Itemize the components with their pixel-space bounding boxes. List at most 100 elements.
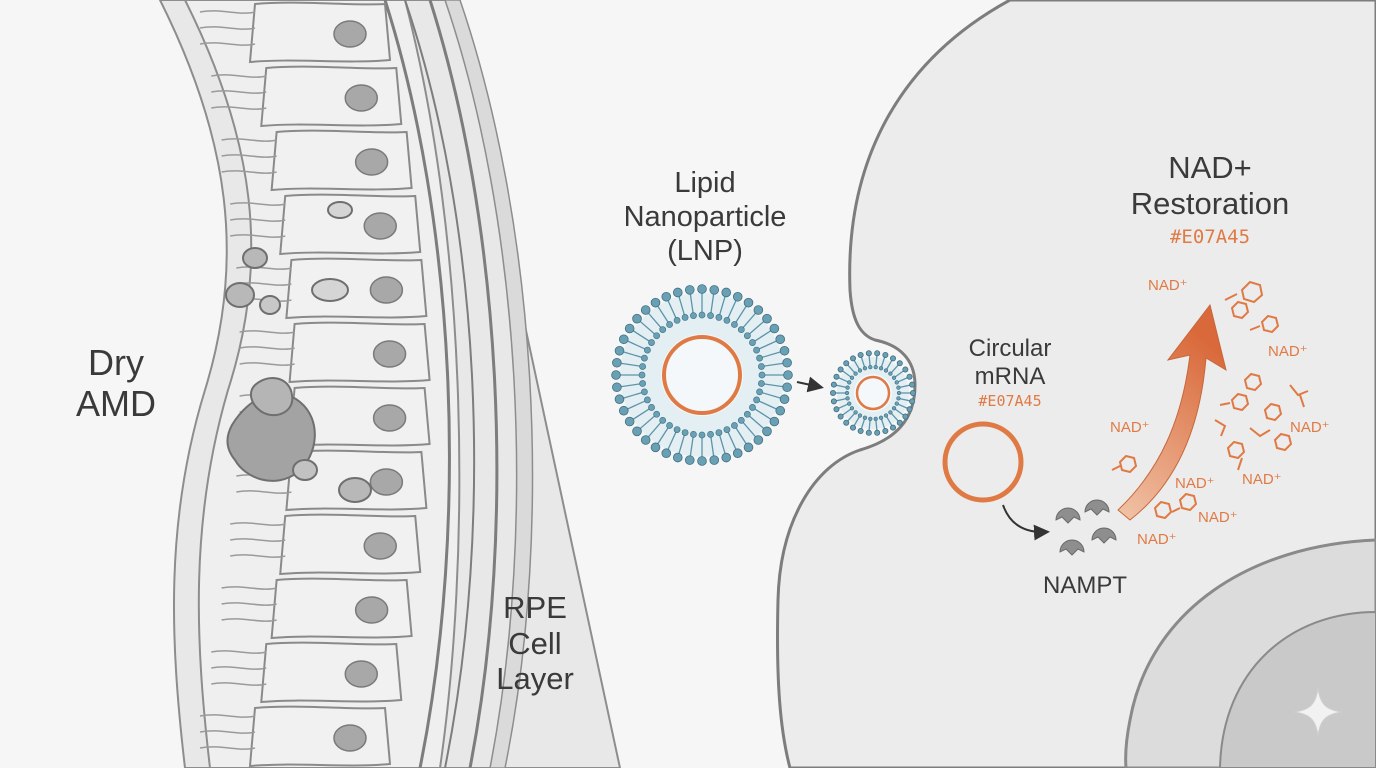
lipid-head	[650, 442, 661, 453]
microvilli-line	[221, 602, 277, 606]
mrna-ring	[855, 375, 891, 411]
microvilli-line	[230, 522, 286, 526]
drusen-deposits	[225, 201, 372, 503]
nad-molecule-glyph	[1249, 427, 1271, 438]
lnp-label: Lipid Nanoparticle (LNP)	[590, 166, 820, 269]
nad-restoration-label: NAD+ Restoration #E07A45	[1105, 150, 1315, 249]
lipid-head	[611, 370, 621, 380]
lipid-head-inner	[888, 371, 893, 376]
lipid-head-inner	[878, 415, 884, 420]
lipid-head-inner	[888, 410, 893, 415]
lipid-head-inner	[845, 385, 850, 390]
nad-restoration-label-line1: NAD+	[1168, 150, 1252, 185]
lipid-head-inner	[648, 339, 655, 346]
rpe-layer-label-line1: RPE	[503, 590, 567, 625]
circular-mrna-color-code: #E07A45	[978, 392, 1042, 411]
nad-molecule-glyph	[1171, 492, 1198, 513]
rpe-cell-nucleus	[354, 148, 389, 176]
lipid-head	[661, 448, 672, 459]
microvilli-line	[230, 554, 286, 558]
lipid-head-inner	[753, 396, 760, 404]
lipid-head-inner	[868, 365, 873, 370]
lipid-head	[833, 373, 840, 380]
lipid-head	[890, 355, 897, 362]
lipid-head	[709, 455, 720, 465]
nad-label: NAD⁺	[1198, 509, 1238, 526]
dry-amd-label-line1: Dry	[88, 342, 144, 383]
lipid-head	[697, 456, 707, 466]
lipid-head-inner	[883, 413, 889, 418]
lipid-head-inner	[873, 416, 878, 421]
microvilli-line	[211, 106, 267, 110]
nad-molecule-glyph	[1153, 500, 1173, 520]
lipid-head	[721, 287, 732, 298]
lipid-head-inner	[891, 375, 897, 380]
lipid-head	[865, 350, 872, 357]
lipid-head-inner	[715, 429, 723, 436]
lipid-head-inner	[873, 365, 878, 370]
drusen-small-3	[242, 247, 268, 269]
nad-molecule-glyph	[1214, 419, 1227, 437]
rpe-cell-nucleus	[372, 340, 407, 368]
lipid-head	[910, 389, 917, 396]
lipid-head	[612, 382, 622, 393]
circular-mrna-label-line1: Circular	[968, 335, 1052, 362]
retina-tissue-section	[158, 0, 622, 768]
nad-label: NAD⁺	[1137, 531, 1177, 548]
lipid-head	[890, 424, 897, 431]
microvilli-line	[211, 74, 267, 78]
circular-mrna-label: Circular mRNA #E07A45	[940, 335, 1080, 410]
drusen-small-7	[327, 201, 353, 219]
lipid-head	[612, 357, 622, 368]
microvilli-line	[236, 490, 292, 494]
lipid-head-inner	[644, 396, 651, 404]
lipid-head	[624, 323, 635, 334]
microvilli-line	[199, 42, 256, 46]
nad-molecule-glyph	[1263, 402, 1283, 422]
lipid-head	[906, 406, 913, 413]
lnp-label-line1: Lipid	[674, 167, 736, 199]
lipid-head	[830, 389, 837, 396]
lipid-head-inner	[896, 390, 902, 396]
lipid-head-inner	[659, 326, 667, 334]
lipid-head-inner	[883, 368, 889, 373]
microvilli-line	[221, 138, 277, 142]
lipid-head	[769, 416, 780, 427]
microvilli-line	[199, 10, 256, 14]
rpe-cell-nucleus	[333, 20, 367, 48]
lipid-head	[753, 305, 764, 315]
lipid-head-inner	[853, 410, 858, 415]
outer-membrane-line-3	[428, 0, 499, 768]
lipid-head	[661, 291, 672, 302]
rpe-cell	[279, 193, 422, 256]
nad-label: NAD⁺	[1110, 419, 1150, 436]
lipid-head	[830, 398, 837, 405]
lipid-head-inner	[862, 366, 868, 371]
lipid-head-inner	[737, 416, 745, 424]
microvilli-line	[199, 714, 256, 718]
lipid-head-inner	[756, 388, 763, 396]
lipid-head	[732, 448, 743, 459]
lipid-head	[874, 429, 881, 436]
lipid-head	[779, 394, 790, 405]
lipid-head	[896, 360, 903, 367]
lipid-head-inner	[743, 332, 751, 340]
lipid-head-inner	[707, 431, 714, 438]
lipid-head-inner	[862, 415, 868, 420]
rpe-cell	[270, 129, 413, 192]
lipid-head	[782, 357, 792, 368]
lipid-head	[650, 297, 661, 308]
microvilli-line	[230, 202, 286, 206]
rpe-cell-nucleus	[354, 596, 389, 624]
rpe-cell-nucleus	[344, 660, 379, 688]
lipid-head-inner	[753, 346, 760, 354]
lipid-head-inner	[653, 332, 661, 340]
lipid-head-inner	[715, 314, 723, 321]
lipid-head-inner	[638, 371, 646, 379]
lipid-head	[850, 424, 857, 431]
microvilli-line	[211, 90, 267, 94]
microvilli-line	[239, 362, 295, 366]
circular-mrna-label-line2: mRNA	[974, 362, 1046, 390]
lipid-head	[783, 370, 793, 380]
rpe-cell	[260, 641, 403, 704]
